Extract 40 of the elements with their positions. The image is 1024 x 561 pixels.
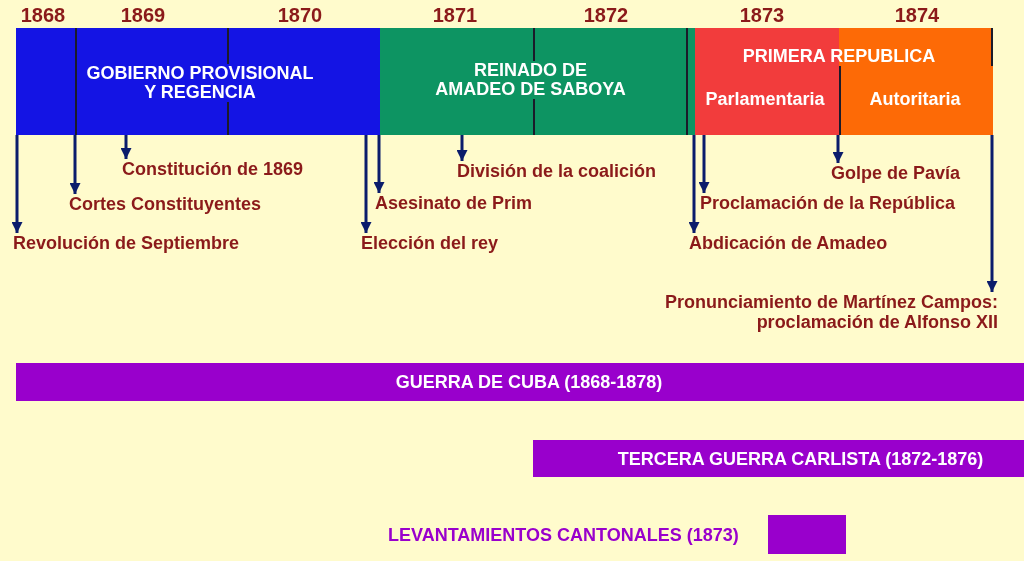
year-label: 1870 — [277, 4, 323, 26]
arrow — [986, 135, 998, 292]
period-band — [695, 28, 993, 135]
event-label: Abdicación de Amadeo — [689, 233, 888, 253]
arrow — [360, 135, 372, 233]
event-label: División de la coalición — [457, 161, 657, 181]
year-label: 1873 — [739, 4, 785, 26]
phase-title: Parlamentaria — [705, 90, 825, 109]
event-label: Constitución de 1869 — [122, 159, 304, 179]
event-label: Cortes Constituyentes — [69, 194, 262, 214]
arrow — [832, 135, 844, 163]
arrow — [698, 135, 710, 193]
war-title: GUERRA DE CUBA (1868-1878) — [395, 371, 663, 393]
event-label: Golpe de Pavía — [831, 163, 961, 183]
war-title: TERCERA GUERRA CARLISTA (1872-1876) — [617, 447, 984, 470]
event-label: Pronunciamiento de Martínez Campos: proclamación de Alfonso XII — [650, 292, 998, 332]
event-label: Asesinato de Prim — [375, 193, 533, 213]
war-bar — [16, 363, 1024, 401]
arrow — [11, 135, 23, 233]
arrow — [688, 135, 700, 233]
arrow — [373, 135, 385, 193]
period-title: REINADO DE AMADEO DE SABOYA — [434, 61, 627, 99]
year-label: 1869 — [120, 4, 166, 26]
arrow — [456, 135, 468, 161]
period-title: PRIMERA REPUBLICA — [742, 47, 936, 66]
phase-band — [839, 66, 993, 135]
period-band — [16, 28, 380, 135]
phase-title: Autoritaria — [869, 90, 961, 109]
year-label: 1868 — [20, 4, 66, 26]
year-label: 1874 — [894, 4, 940, 26]
event-label: Revolución de Septiembre — [13, 233, 240, 253]
period-band — [380, 28, 695, 135]
arrow — [69, 135, 81, 194]
war-bar — [533, 440, 1024, 477]
arrow — [120, 135, 132, 159]
event-label: Proclamación de la República — [700, 193, 956, 213]
event-label: Elección del rey — [361, 233, 499, 253]
year-label: 1872 — [583, 4, 629, 26]
year-label: 1871 — [432, 4, 478, 26]
bar-caption: LEVANTAMIENTOS CANTONALES (1873) — [388, 523, 739, 546]
